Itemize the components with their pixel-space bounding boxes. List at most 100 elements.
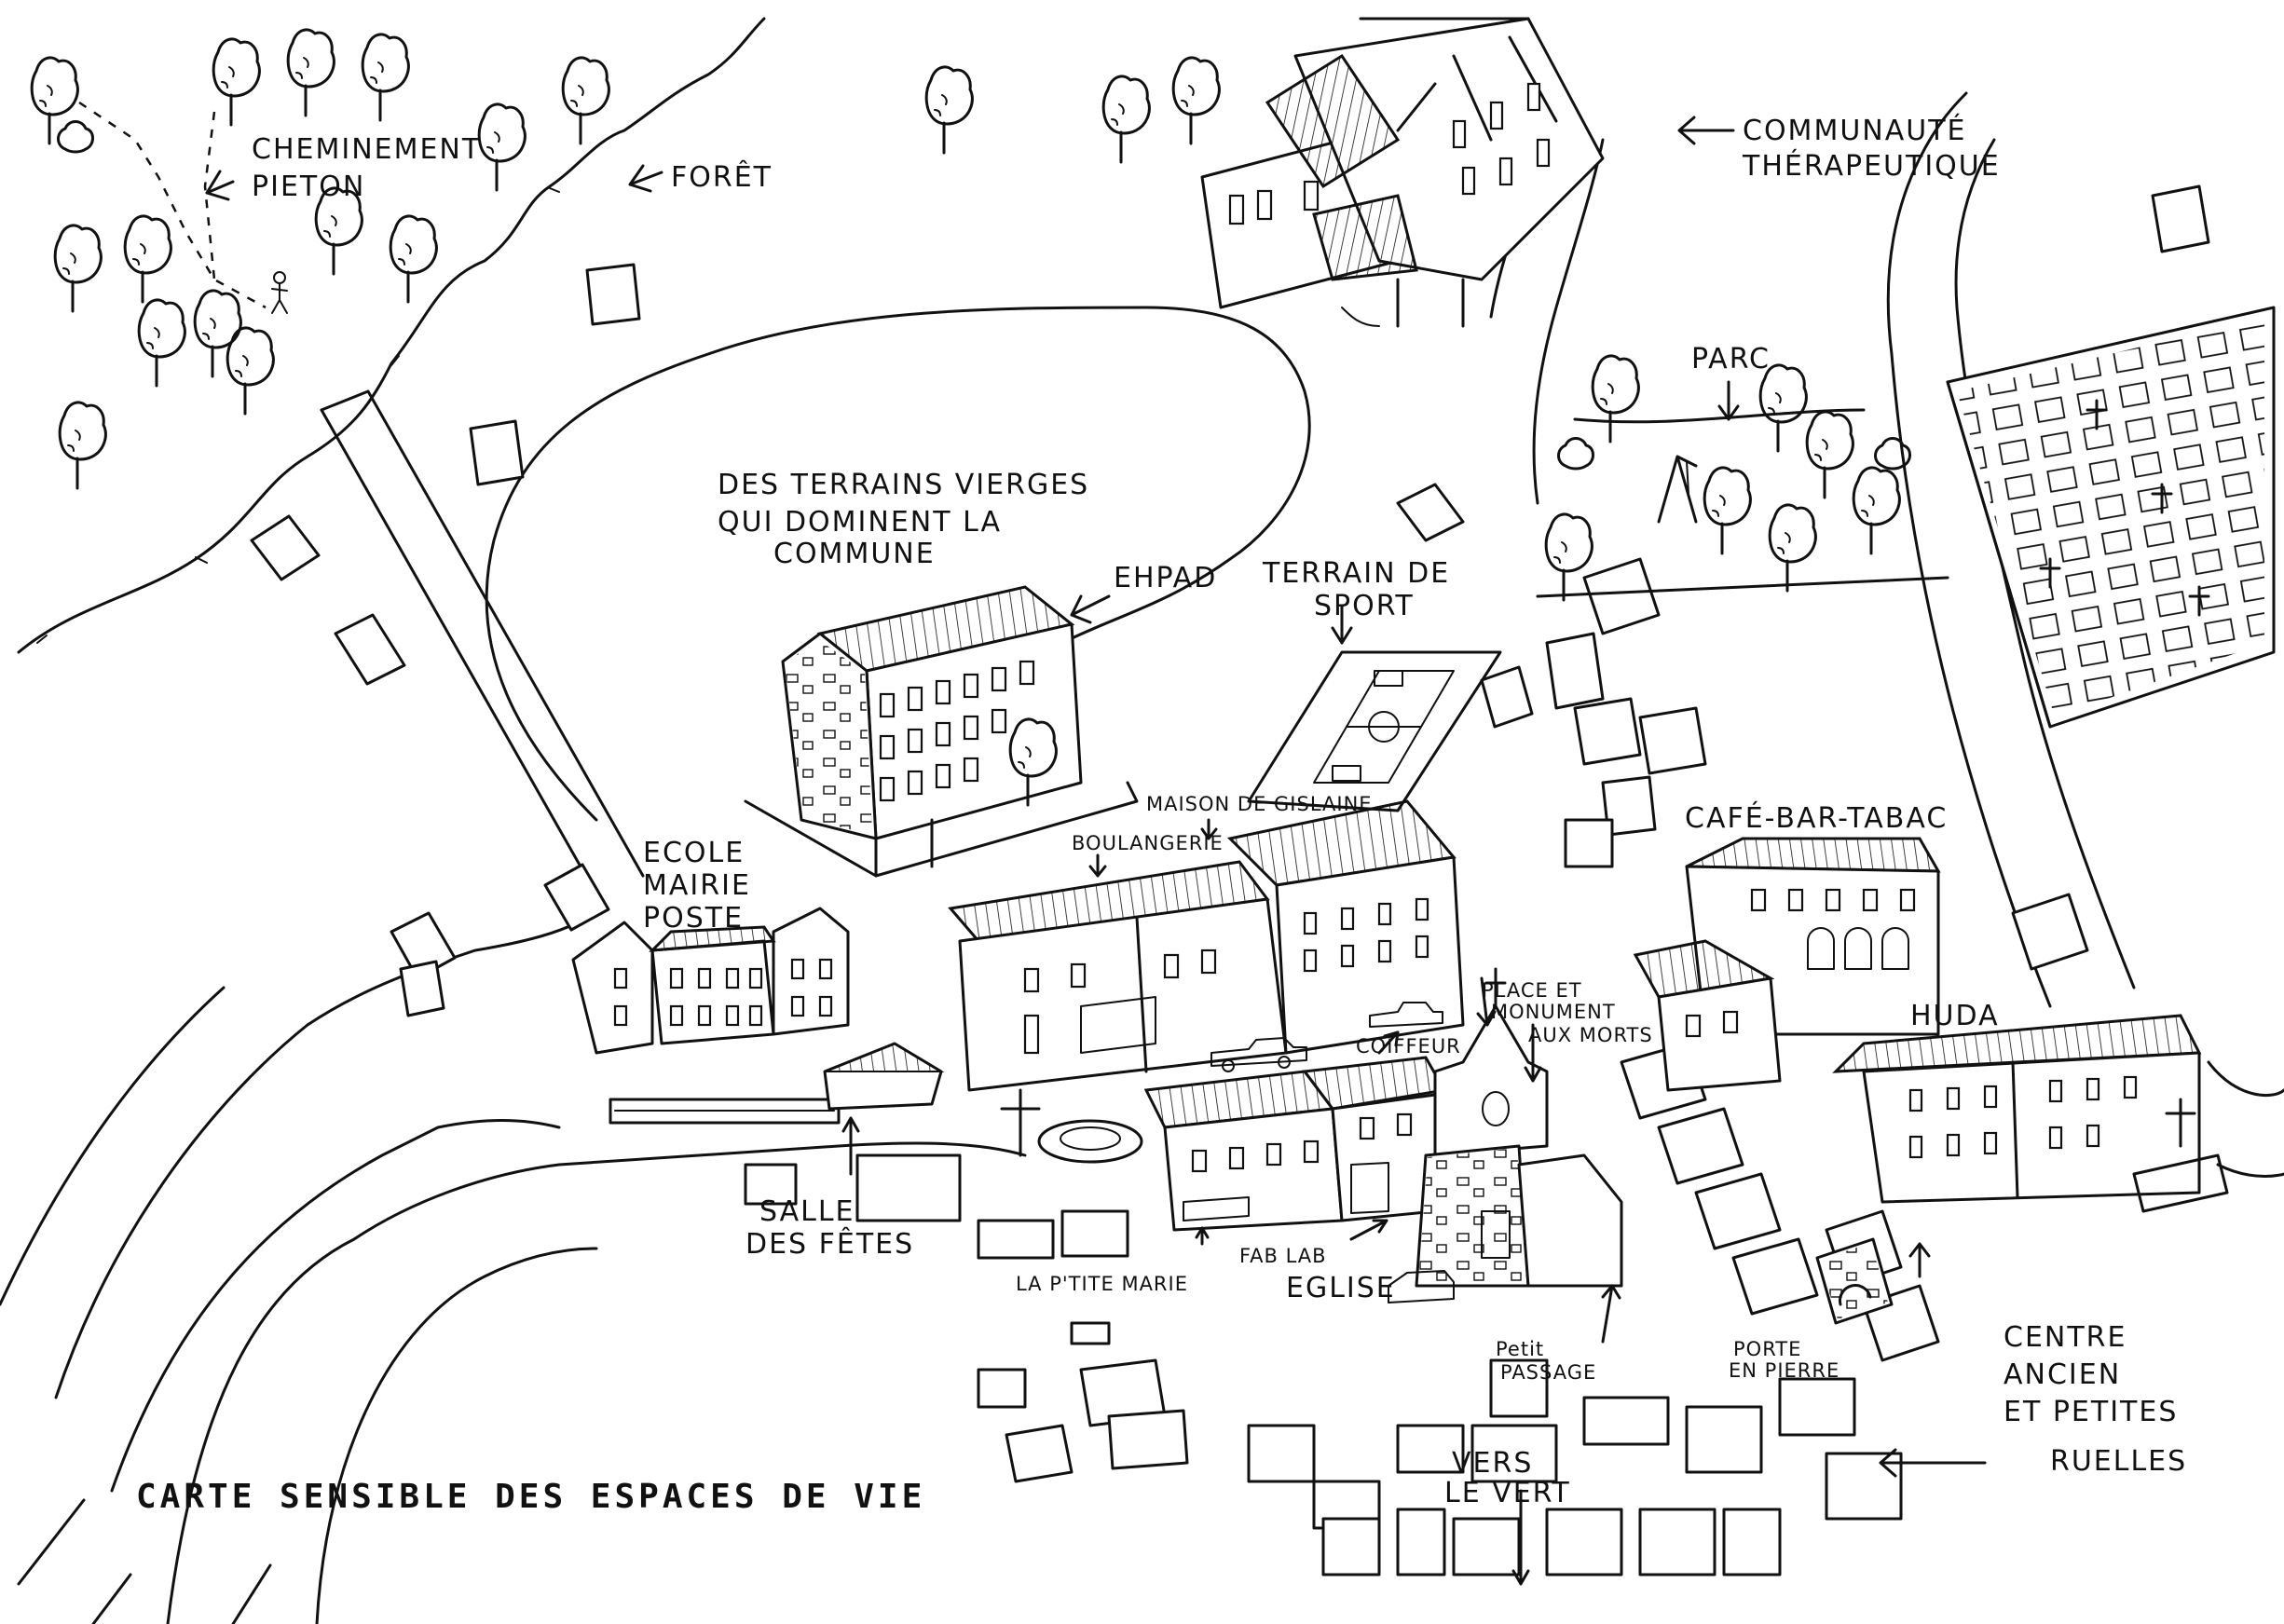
- label-mairie: MAIRIE: [643, 869, 751, 902]
- tree-icon: [137, 298, 186, 388]
- ehpad-building: [744, 585, 1139, 878]
- label-porte-2: EN PIERRE: [1729, 1359, 1840, 1382]
- arrow-icon: [1908, 1242, 1931, 1278]
- label-cheminement-2: PIETON: [252, 171, 365, 203]
- label-porte-1: PORTE: [1733, 1338, 1801, 1360]
- cross-icon: [2165, 1098, 2196, 1148]
- arrow-icon: [1511, 1489, 1530, 1586]
- tree-icon: [123, 214, 172, 304]
- arrow-icon: [1717, 380, 1740, 421]
- label-passage-2: PASSAGE: [1500, 1361, 1596, 1384]
- cafe-bar-tabac-building: [1633, 837, 1941, 1092]
- label-centre-3: ET PETITES: [2004, 1396, 2178, 1428]
- map-title: CARTE SENSIBLE DES ESPACES DE VIE: [136, 1478, 926, 1516]
- tree-icon: [286, 28, 335, 117]
- basketball-court-icon: [1313, 670, 1455, 784]
- cross-icon: [2039, 399, 2210, 617]
- label-terrains-3: COMMUNE: [773, 538, 936, 570]
- label-ehpad: EHPAD: [1114, 562, 1217, 594]
- porte-en-pierre: [1815, 1237, 1894, 1325]
- map-labels: CHEMINEMENT PIETON FORÊT COMMUNAUTÉ THÉR…: [252, 114, 2185, 1509]
- label-place-2: MONUMENT: [1491, 1001, 1616, 1023]
- label-place-1: PLACE ET: [1482, 979, 1582, 1002]
- label-salle-1: SALLE: [759, 1195, 855, 1228]
- label-terrain-sport-2: SPORT: [1314, 590, 1415, 622]
- terrain-de-sport: [1247, 650, 1502, 812]
- label-foret: FORÊT: [671, 160, 773, 194]
- tree-icon: [1874, 437, 1911, 471]
- communaute-therapeutique-building: [1200, 17, 1605, 328]
- central-buildings: [948, 799, 1465, 1092]
- pedestrian-icon: [271, 271, 288, 314]
- terrains-vierges-area: [485, 306, 1311, 822]
- label-fablab: FAB LAB: [1239, 1245, 1327, 1267]
- cross-icon: [1000, 1088, 1041, 1157]
- arrow-icon: [1601, 1284, 1621, 1344]
- tree-icon: [924, 65, 974, 155]
- ehpad-windows: [879, 660, 1035, 802]
- label-terrains-2: QUI DOMINENT LA: [718, 506, 1002, 539]
- tree-icon: [1101, 75, 1151, 164]
- label-vers-2: LE VERT: [1444, 1477, 1571, 1509]
- label-terrain-sport-1: TERRAIN DE: [1262, 557, 1450, 590]
- tree-icon: [1544, 512, 1593, 602]
- label-vers-1: VERS: [1452, 1447, 1533, 1480]
- arrow-icon: [1879, 1448, 1987, 1478]
- pedestrian-path: [78, 101, 288, 314]
- label-communaute-1: COMMUNAUTÉ: [1743, 114, 1967, 147]
- label-salle-2: DES FÊTES: [745, 1227, 914, 1261]
- tree-icon: [1768, 503, 1817, 593]
- eglise-building: [1388, 967, 1623, 1303]
- label-communaute-2: THÉRAPEUTIQUE: [1742, 149, 2001, 183]
- arrow-icon: [1195, 1226, 1210, 1246]
- label-centre-2: ANCIEN: [2004, 1358, 2121, 1391]
- tree-icon: [1852, 466, 1901, 555]
- tree-icon: [389, 214, 438, 304]
- huda-building: [1832, 1014, 2229, 1213]
- cemetery: [1946, 306, 2276, 729]
- label-ptite-marie: LA P'TITE MARIE: [1016, 1273, 1188, 1295]
- parc-area: [1536, 354, 1949, 602]
- tree-icon: [1758, 363, 1808, 453]
- label-parc: PARC: [1691, 343, 1771, 375]
- label-cafe-bar-tabac: CAFÉ-BAR-TABAC: [1685, 801, 1948, 835]
- ptite-marie-fablab-building: [1143, 1056, 1447, 1232]
- edge-strokes: [17, 1498, 272, 1624]
- tree-icon: [1171, 56, 1221, 145]
- label-maison-gislaine: MAISON DE GISLAINE: [1146, 793, 1373, 815]
- label-poste: POSTE: [643, 902, 744, 935]
- tree-icon: [1805, 410, 1854, 499]
- label-cheminement-1: CHEMINEMENT: [252, 133, 481, 166]
- arrow-icon: [1476, 976, 1497, 1027]
- label-ecole: ECOLE: [643, 837, 745, 869]
- tree-icon: [212, 37, 261, 127]
- arrow-icon: [1070, 594, 1111, 624]
- tree-icon: [561, 56, 610, 145]
- car-icon: [1210, 1037, 1307, 1072]
- tree-icon: [58, 401, 107, 490]
- forest-trees: [30, 28, 1221, 490]
- tree-icon: [477, 102, 527, 192]
- arrow-icon: [628, 164, 663, 193]
- label-huda: HUDA: [1910, 1000, 2000, 1032]
- label-passage-1: Petit: [1496, 1338, 1544, 1360]
- arrow-icon: [205, 170, 235, 201]
- label-coiffeur: COIFFEUR: [1356, 1035, 1461, 1058]
- tree-icon: [1703, 466, 1752, 555]
- tree-icon: [1591, 354, 1640, 444]
- arrow-icon: [841, 1116, 860, 1176]
- tree-icon: [53, 224, 103, 313]
- arrow-icon: [1377, 1030, 1400, 1055]
- arrow-icon: [1524, 1023, 1542, 1083]
- tree-icon: [30, 56, 79, 145]
- arrow-icon: [1088, 853, 1107, 878]
- arrow-icon: [1200, 818, 1218, 840]
- arrow-icon: [1349, 1219, 1388, 1241]
- ecole-mairie-poste-building: [571, 907, 945, 1125]
- annotation-arrows: [205, 116, 1987, 1586]
- tree-icon: [361, 33, 410, 122]
- tree-icon: [57, 120, 94, 154]
- swing-icon: [1657, 455, 1698, 524]
- arrow-icon: [1677, 116, 1735, 145]
